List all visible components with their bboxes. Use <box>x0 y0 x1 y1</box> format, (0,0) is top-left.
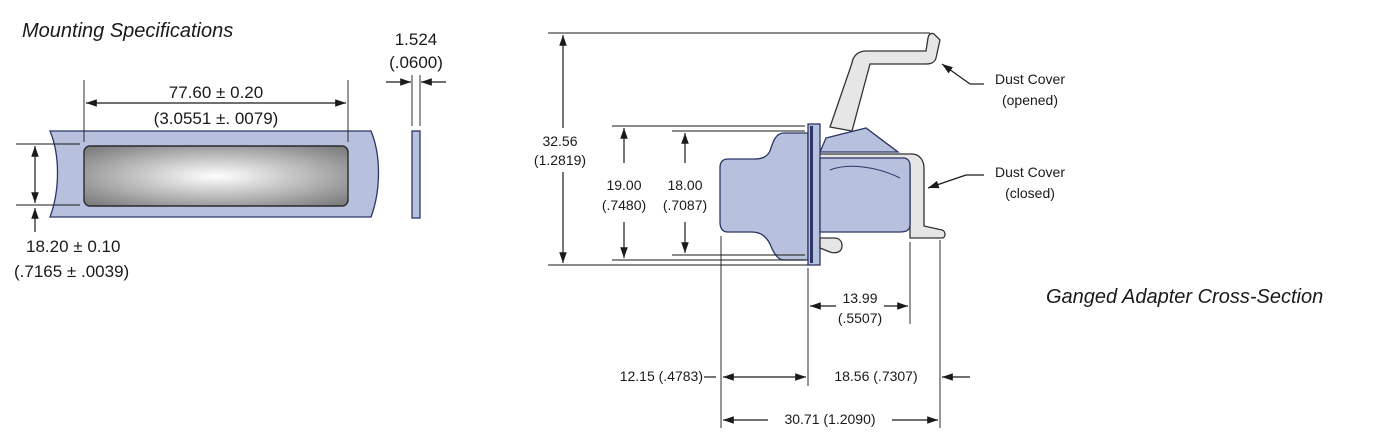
dust-cover-opened-label-2: (opened) <box>1002 92 1058 108</box>
dust-cover-closed-leader <box>927 174 967 189</box>
height-in-label: (.7165 ± .0039) <box>14 262 129 281</box>
adapter-title: Ganged Adapter Cross-Section <box>1046 286 1323 308</box>
dust-cover-closed-label-2: (closed) <box>1005 185 1055 201</box>
overall-height-in-label: (1.2819) <box>534 152 586 168</box>
dust-cover-closed-label-1: Dust Cover <box>995 164 1065 180</box>
cover-depth-in-label: (.5507) <box>838 310 882 326</box>
panel-side-view <box>411 130 421 219</box>
dust-cover-opened-leader <box>941 63 971 85</box>
adapter-rear-body <box>819 157 911 233</box>
width-mm-label: 77.60 ± 0.20 <box>169 83 263 102</box>
body-height-in-label: (.7087) <box>663 197 707 213</box>
panel-cutout <box>83 145 349 207</box>
rear-length-label: 18.56 (.7307) <box>834 368 917 384</box>
height-mm-label: 18.20 ± 0.10 <box>26 237 120 256</box>
hinge-wedge <box>819 127 900 153</box>
dust-cover-opened <box>829 32 941 132</box>
overall-height-mm-label: 32.56 <box>542 133 577 149</box>
adapter-flange <box>807 123 821 266</box>
overall-length-label: 30.71 (1.2090) <box>784 411 875 427</box>
cover-depth-mm-label: 13.99 <box>842 290 877 306</box>
flange-height-mm-label: 19.00 <box>606 177 641 193</box>
body-height-mm-label: 18.00 <box>667 177 702 193</box>
rear-body-contour <box>829 165 901 179</box>
adapter-front-housing <box>719 132 809 261</box>
adapter-latch <box>819 237 843 254</box>
thickness-mm-label: 1.524 <box>395 30 438 49</box>
thickness-in-label: (.0600) <box>389 53 443 72</box>
dust-cover-opened-label-1: Dust Cover <box>995 71 1065 87</box>
mounting-title: Mounting Specifications <box>22 20 233 42</box>
flange-detail <box>810 126 813 263</box>
flange-height-in-label: (.7480) <box>602 197 646 213</box>
width-in-label: (3.0551 ±. 0079) <box>154 109 279 128</box>
front-length-label: 12.15 (.4783) <box>620 368 703 384</box>
overall-height-label-bg <box>522 128 594 172</box>
